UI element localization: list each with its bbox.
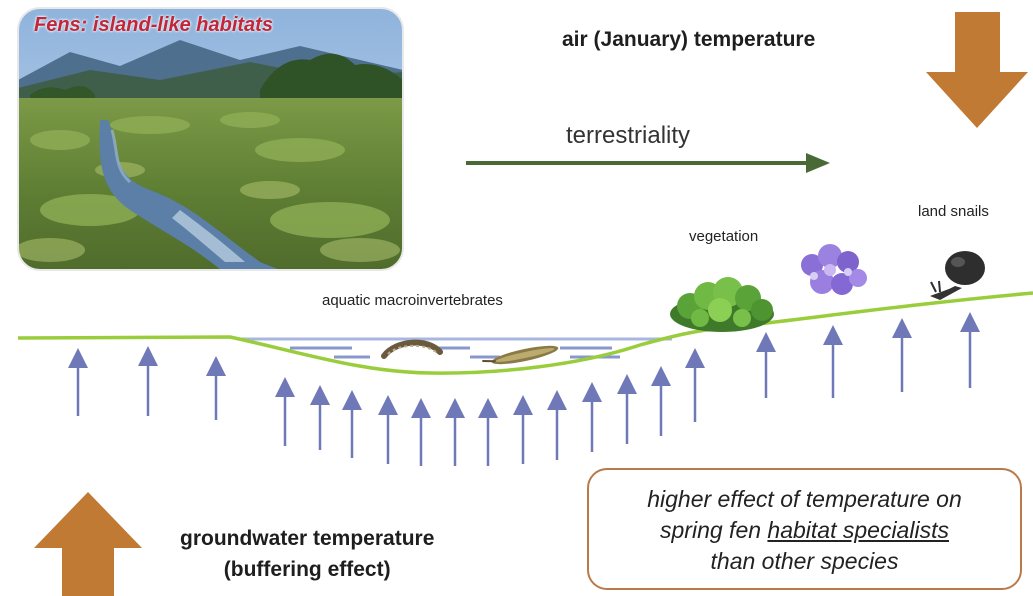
conclusion-callout: higher effect of temperature on spring f… [587, 468, 1022, 590]
callout-line1: higher effect of temperature on [647, 486, 962, 512]
groundwater-arrows [68, 312, 980, 466]
terrestriality-arrowhead-icon [806, 153, 830, 173]
photo-frame [17, 7, 404, 271]
land-snail-icon [930, 251, 985, 300]
air-temperature-down-arrow-icon [926, 12, 1028, 128]
vegetation-label: vegetation [689, 228, 759, 245]
terrestriality-label: terrestriality [566, 122, 691, 149]
aquatic-larva-icon [482, 345, 559, 365]
groundwater-label-line2: (buffering effect) [223, 558, 391, 581]
groundwater-up-arrow-icon [34, 492, 142, 596]
callout-habitat-specialists: habitat specialists [767, 517, 949, 543]
groundwater-label-line1: groundwater temperature [180, 527, 435, 550]
purple-flowers-icon [801, 244, 867, 295]
air-temperature-label: air (January) temperature [562, 28, 816, 51]
photo-fen-landscape [18, 8, 403, 270]
ground-profile-line [17, 291, 1033, 375]
aquatic-macroinvertebrates-label: aquatic macroinvertebrates [322, 292, 503, 309]
water-ripples [290, 346, 620, 359]
callout-line3: than other species [710, 548, 899, 574]
land-snails-label: land snails [918, 203, 989, 220]
callout-line2-prefix: spring fen [660, 517, 768, 543]
caddisfly-larva-icon [381, 339, 443, 359]
moss-clump-icon [670, 277, 774, 332]
groundwater-temperature-label: groundwater temperature (buffering effec… [180, 523, 434, 585]
photo-title: Fens: island-like habitats [34, 14, 273, 36]
callout-line2: spring fen habitat specialists [589, 515, 1020, 546]
